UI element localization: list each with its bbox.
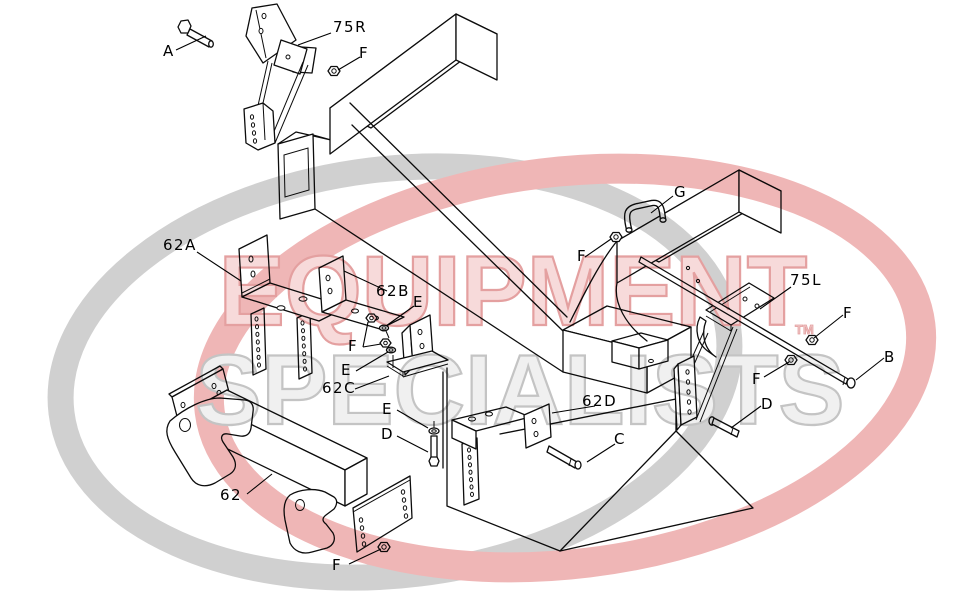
watermark-word-specialists: SPECIALISTS [195,334,844,445]
callout-d-2: D [761,395,775,413]
callout-f-3: F [577,247,588,265]
callout-e-3: E [382,400,393,418]
callout-75r: 75R [333,18,368,36]
callout-75l: 75L [790,271,822,289]
left-arm-end [455,13,498,81]
neck-edge-1 [349,102,568,318]
callout-f-1: F [359,44,370,62]
callout-e-2: E [341,361,352,379]
bolt-a [177,19,214,48]
nut-f-center [609,231,623,243]
bolt-b-head [846,377,856,389]
callout-d-1: D [381,425,395,443]
callout-62b: 62B [376,282,410,300]
callout-f-5: F [752,370,763,388]
callout-a-bolt: A [163,42,175,60]
callout-f-6: F [332,556,343,574]
callout-f-4: F [843,304,854,322]
watermark-red-swoosh [193,153,937,583]
bracket-62b [318,255,405,330]
bolt-b-shaft [638,256,849,385]
bolt-c [546,445,582,470]
callout-g-uclip: G [674,183,688,201]
callout-62a: 62A [163,236,197,254]
callout-b-bolt: B [884,348,896,366]
callout-c-bolt: C [614,430,626,448]
nut-f-75r [327,65,341,77]
watermark-tm: TM [795,322,814,337]
bolt-a-head [177,19,192,34]
callout-f-2: F [348,337,359,355]
callout-62c: 62C [322,379,357,397]
bracket-75r [243,3,317,151]
callout-e-1: E [413,293,424,311]
bracket-62c [386,314,449,378]
bracket-62d [451,403,552,506]
hardware-stack-62c [365,313,397,354]
washer-e-and-bolt-d-vertical [428,421,440,467]
bolt-b [638,256,856,389]
watermark: EQUIPMENT TM SPECIALISTS [47,153,937,591]
punched-strip-1 [250,307,267,376]
bolt-d-head [428,456,440,467]
callout-62-beam: 62 [220,486,243,504]
callout-62d: 62D [582,392,618,410]
watermark-word-equipment: EQUIPMENT [219,235,808,346]
